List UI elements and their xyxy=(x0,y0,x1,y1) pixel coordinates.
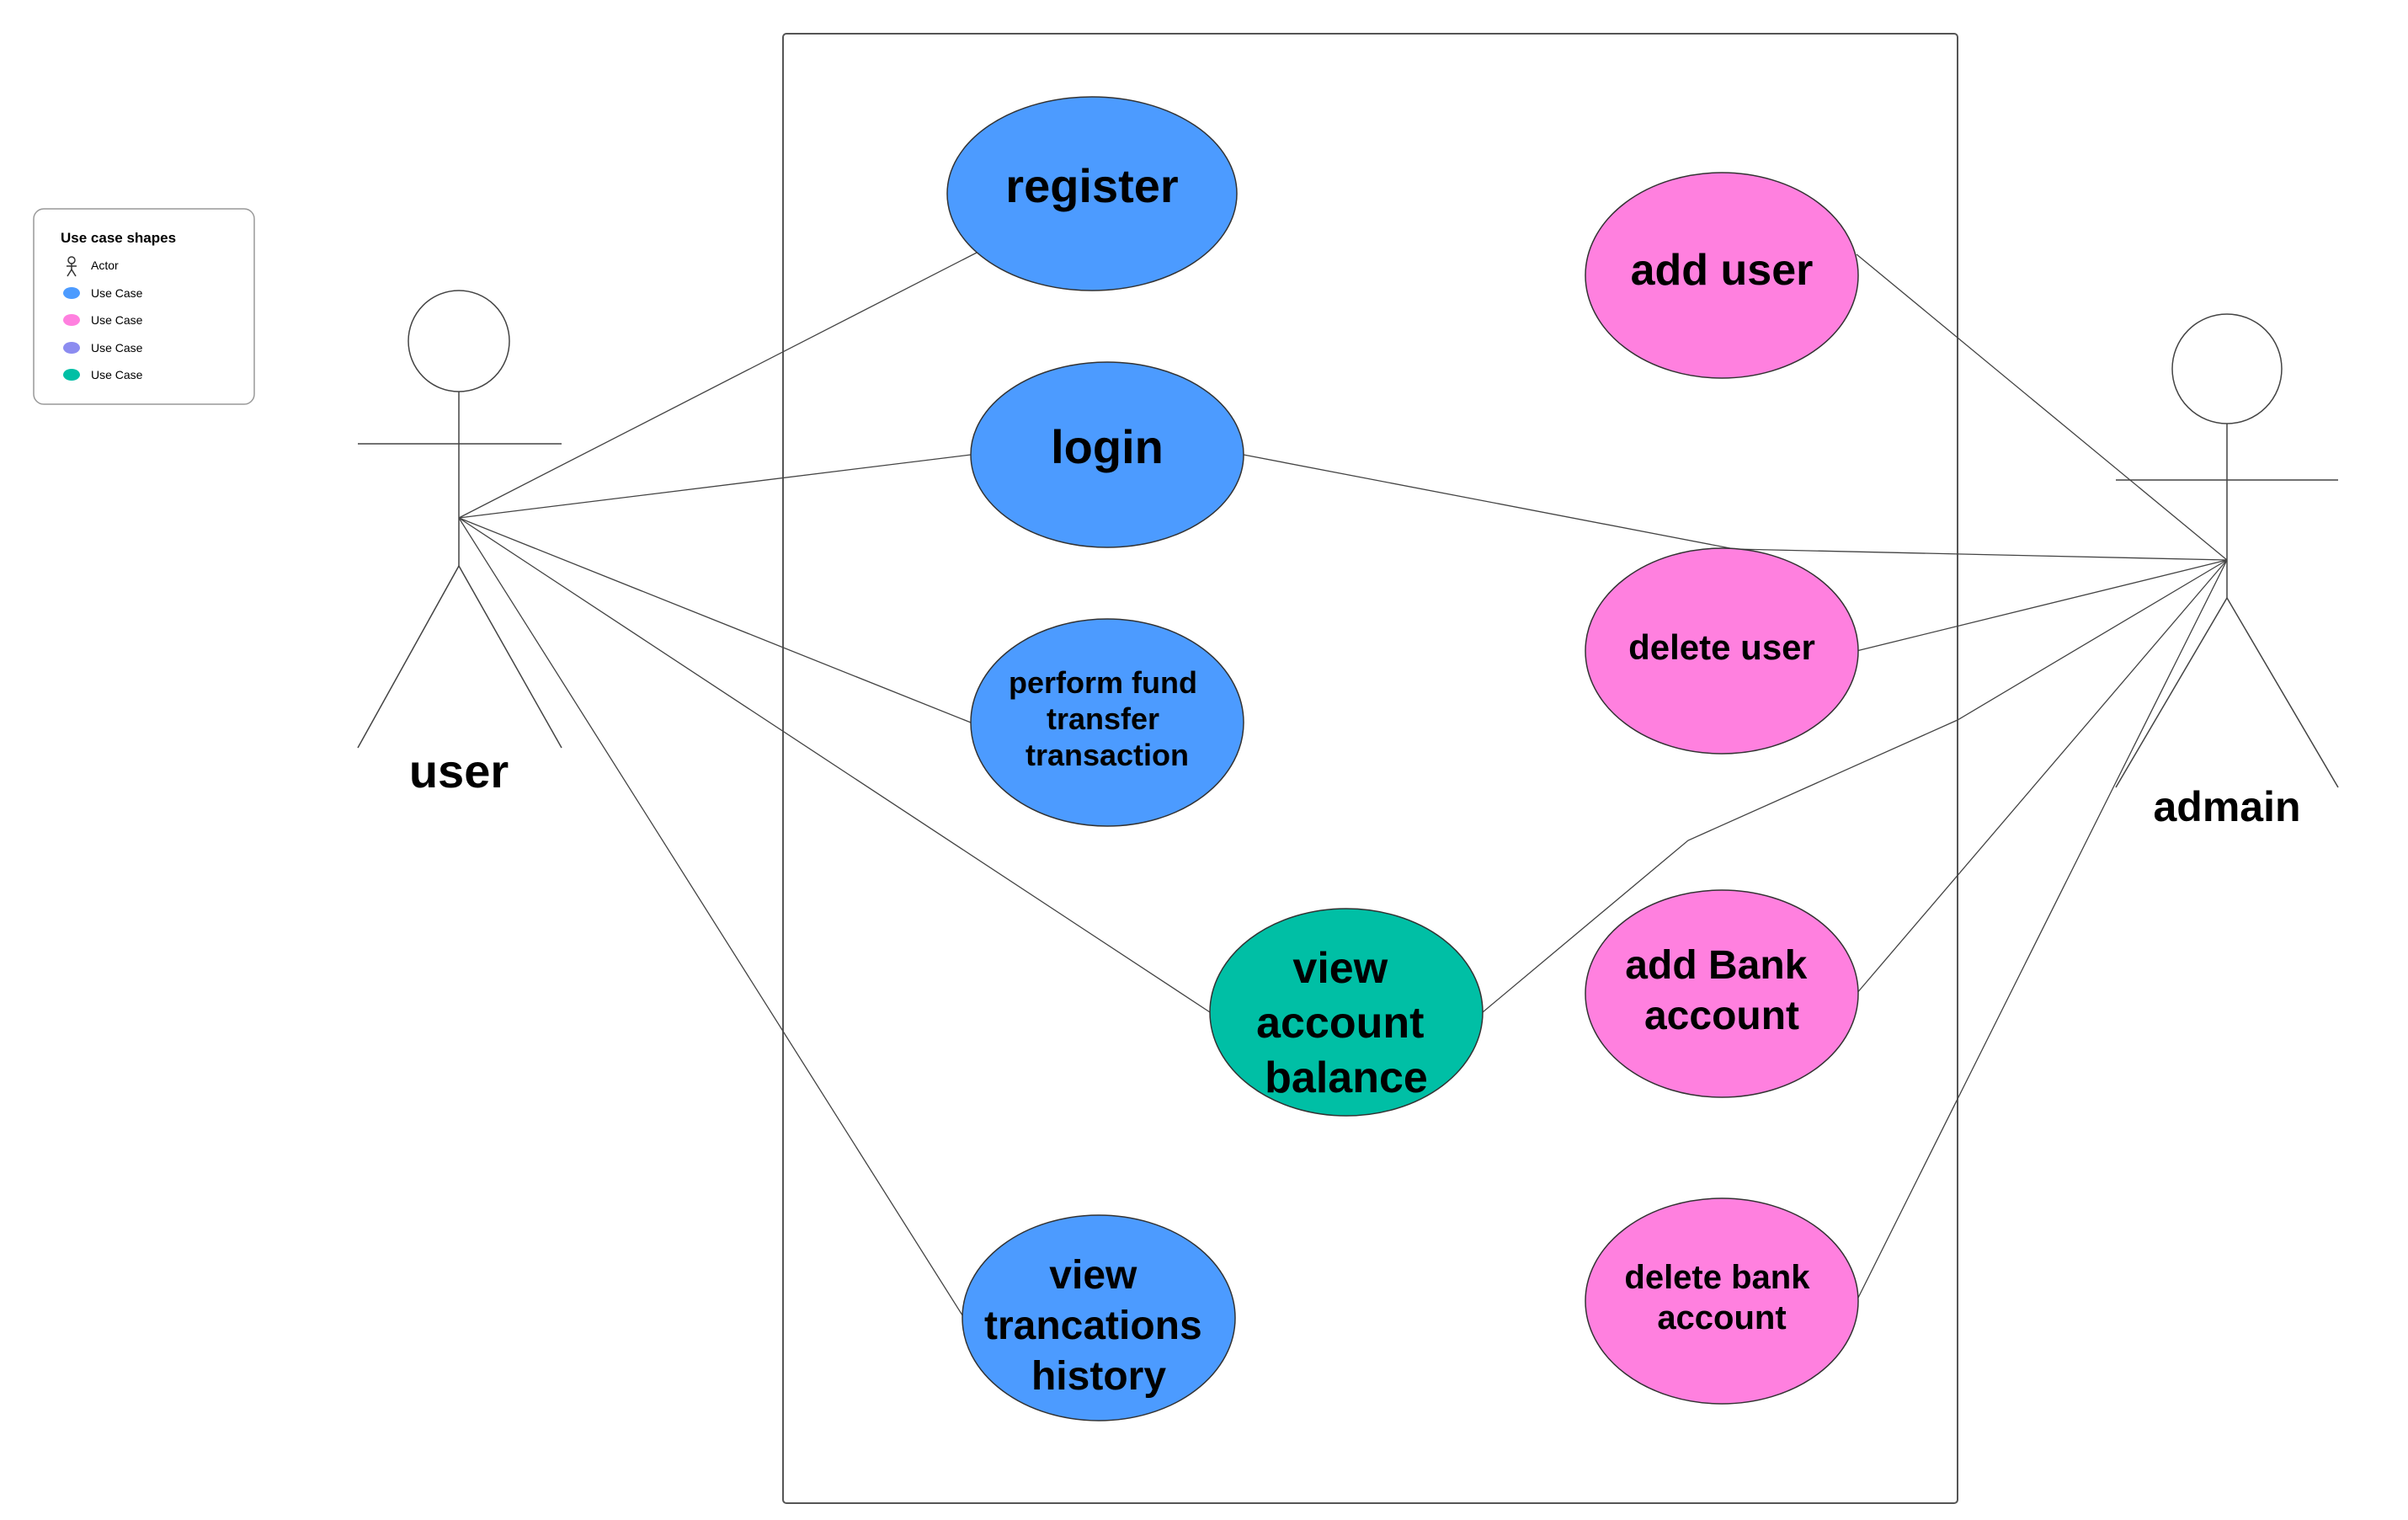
associations xyxy=(458,252,2228,1319)
use-case-view-balance-line-2: account xyxy=(1256,999,1424,1048)
use-case-delete-user-shape xyxy=(1585,547,1859,755)
use-case-add-bank-line-1: add Bank xyxy=(1625,943,1807,988)
use-case-login-shape xyxy=(970,361,1244,548)
use-case-view-balance-line-3: balance xyxy=(1265,1053,1428,1102)
use-case-view-balance-shape xyxy=(1209,908,1484,1117)
use-case-delete-bank[interactable]: delete bank account xyxy=(1585,1197,1859,1405)
legend-box xyxy=(33,208,255,405)
use-cases: register login perform fund transfer tra… xyxy=(946,96,1859,1421)
legend-actor-icon xyxy=(67,256,77,277)
use-case-fund-transfer-line-1: perform fund xyxy=(1009,665,1197,700)
actor-user-label: user xyxy=(409,744,509,797)
assoc-admin-add-user xyxy=(1856,253,2228,561)
use-case-fund-transfer-label: perform fund transfer transaction xyxy=(1009,665,1206,772)
use-case-add-bank-label: add Bank account xyxy=(1625,943,1818,1038)
use-case-view-balance[interactable]: view account balance xyxy=(1209,908,1484,1117)
use-case-add-user-line-1: add user xyxy=(1631,246,1814,295)
legend-label-blue: Use Case xyxy=(91,286,143,300)
system-boundary xyxy=(782,33,1958,1504)
use-case-delete-user-line-1: delete user xyxy=(1628,627,1815,667)
use-case-login[interactable]: login xyxy=(970,361,1244,548)
legend-title: Use case shapes xyxy=(61,230,176,246)
use-case-view-history-label: view trancations history xyxy=(984,1253,1213,1399)
assoc-admin-view-balance xyxy=(1482,559,2228,1013)
assoc-admin-delete-bank xyxy=(1856,559,2228,1302)
use-case-view-history-shape xyxy=(962,1214,1236,1421)
use-case-add-user[interactable]: add user xyxy=(1585,172,1859,379)
use-case-add-user-shape xyxy=(1585,172,1859,379)
use-case-delete-user[interactable]: delete user xyxy=(1585,547,1859,755)
actor-user-right-leg xyxy=(458,565,562,749)
use-case-fund-transfer[interactable]: perform fund transfer transaction xyxy=(970,618,1244,827)
use-case-fund-transfer-shape xyxy=(970,618,1244,827)
assoc-admin-add-bank xyxy=(1856,559,2228,995)
legend-swatch-teal xyxy=(63,369,80,381)
legend-item-actor: Actor xyxy=(67,256,119,277)
use-case-register-line-1: register xyxy=(1005,159,1178,212)
legend-item-purple: Use Case xyxy=(63,341,143,355)
assoc-user-fund-transfer xyxy=(458,517,972,723)
use-case-view-history[interactable]: view trancations history xyxy=(962,1214,1236,1421)
legend-item-teal: Use Case xyxy=(63,368,143,381)
legend-item-blue: Use Case xyxy=(63,286,143,300)
legend-swatch-purple xyxy=(63,342,80,354)
use-case-view-balance-label: view account balance xyxy=(1256,944,1436,1102)
legend-label-purple: Use Case xyxy=(91,341,143,355)
actor-user[interactable] xyxy=(357,290,562,749)
legend-swatch-pink xyxy=(63,314,80,326)
legend-label-actor: Actor xyxy=(91,259,119,272)
use-case-view-history-line-3: history xyxy=(1031,1354,1166,1399)
legend-item-pink: Use Case xyxy=(63,313,143,327)
use-case-fund-transfer-line-2: transfer xyxy=(1047,701,1159,736)
use-case-register-shape xyxy=(946,96,1238,291)
actor-admin-right-leg xyxy=(2226,597,2339,788)
assoc-user-register xyxy=(458,252,978,519)
use-case-register-label: register xyxy=(1005,159,1178,212)
use-case-add-bank[interactable]: add Bank account xyxy=(1585,889,1859,1098)
assoc-admin-login xyxy=(1243,454,2228,561)
actor-user-head xyxy=(408,290,510,392)
use-case-delete-bank-line-2: account xyxy=(1657,1299,1786,1336)
use-case-delete-bank-shape xyxy=(1585,1197,1859,1405)
actor-user-left-leg xyxy=(357,565,460,749)
use-case-delete-user-label: delete user xyxy=(1628,627,1815,667)
assoc-admin-delete-user xyxy=(1856,559,2228,652)
actor-admin-head xyxy=(2171,313,2283,424)
legend-label-pink: Use Case xyxy=(91,313,143,327)
actor-admin[interactable] xyxy=(2115,313,2339,788)
assoc-user-view-history xyxy=(458,517,965,1319)
use-case-add-bank-shape xyxy=(1585,889,1859,1098)
use-case-add-bank-line-2: account xyxy=(1644,994,1799,1038)
use-case-delete-bank-line-1: delete bank xyxy=(1624,1259,1810,1296)
use-case-view-history-line-1: view xyxy=(1049,1253,1137,1298)
use-case-add-user-label: add user xyxy=(1631,246,1814,295)
use-case-view-history-line-2: trancations xyxy=(984,1304,1202,1348)
assoc-user-login xyxy=(458,454,972,519)
use-case-delete-bank-label: delete bank account xyxy=(1624,1259,1819,1336)
legend-label-teal: Use Case xyxy=(91,368,143,381)
legend-swatch-blue xyxy=(63,287,80,299)
legend: Use case shapes Actor Use Case Use Case … xyxy=(33,208,255,405)
assoc-user-view-balance xyxy=(458,517,1211,1013)
actor-admin-left-leg xyxy=(2115,597,2228,788)
use-case-register[interactable]: register xyxy=(946,96,1238,291)
use-case-login-label: login xyxy=(1051,420,1164,473)
use-case-login-line-1: login xyxy=(1051,420,1164,473)
use-case-view-balance-line-1: view xyxy=(1292,944,1388,993)
actor-admin-label: admain xyxy=(2153,783,2300,830)
use-case-fund-transfer-line-3: transaction xyxy=(1026,738,1189,772)
